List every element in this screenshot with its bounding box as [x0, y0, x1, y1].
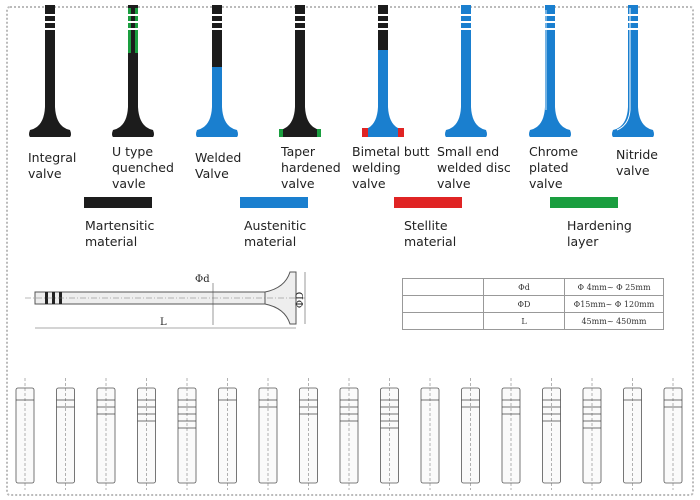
range-cell: Φ 4mm~ Φ 25mm	[564, 278, 664, 296]
keeper-groove	[127, 14, 139, 16]
range-cell: 45mm~ 450mm	[564, 312, 664, 330]
drawing-groove	[45, 292, 48, 304]
keeper-groove	[294, 28, 306, 30]
valve-label-chrome: Chrome plated valve	[529, 144, 579, 191]
param-cell: Φd	[483, 278, 565, 296]
hardening-layer	[279, 129, 283, 137]
range-cell: Φ15mm~ Φ 120mm	[564, 295, 664, 313]
stellite-layer	[362, 128, 368, 137]
keeper-groove	[44, 28, 56, 30]
legend-label-austenitic: Austenitic material	[244, 218, 307, 249]
keeper-groove	[211, 28, 223, 30]
keeper-groove	[627, 21, 639, 23]
keeper-groove	[127, 28, 139, 30]
legend-swatch-martensitic	[84, 197, 152, 208]
legend-label-stellite: Stellite material	[404, 218, 457, 249]
keeper-groove	[211, 14, 223, 16]
keeper-groove	[294, 14, 306, 16]
legend-label-hardening: Hardening layer	[567, 218, 632, 249]
valve-label-bimetal: Bimetal butt welding valve	[352, 144, 430, 191]
nitride-layer	[616, 8, 631, 131]
valve-label-u-type: U type quenched vavle	[112, 144, 174, 191]
keeper-groove	[211, 21, 223, 23]
hardening-layer	[128, 8, 131, 53]
valve-label-welded: Welded Valve	[195, 150, 242, 181]
keeper-groove	[44, 14, 56, 16]
keeper-groove	[544, 14, 556, 16]
hardening-layer	[317, 129, 321, 137]
keeper-groove	[544, 21, 556, 23]
hardening-layer	[135, 8, 138, 53]
valve-6	[445, 5, 487, 137]
dim-D-label: ΦD	[295, 291, 307, 309]
legend-swatch-hardening	[550, 197, 618, 208]
valve-label-small-end: Small end welded disc valve	[437, 144, 511, 191]
keeper-groove	[377, 28, 389, 30]
valve-5	[362, 5, 404, 137]
param-cell: L	[483, 312, 565, 330]
valve-label-taper: Taper hardened valve	[281, 144, 341, 191]
keeper-groove	[460, 21, 472, 23]
valve-label-nitride: Nitride valve	[616, 147, 658, 178]
valve-4	[279, 5, 321, 137]
keeper-groove	[627, 28, 639, 30]
keeper-groove	[627, 14, 639, 16]
valve-8	[612, 5, 654, 137]
keeper-groove	[460, 14, 472, 16]
dim-d-label: Φd	[195, 274, 210, 285]
keeper-groove	[544, 28, 556, 30]
drawing-groove	[52, 292, 55, 304]
keeper-groove	[377, 21, 389, 23]
dim-L-label: L	[160, 317, 167, 328]
keeper-groove	[294, 21, 306, 23]
keeper-groove	[377, 14, 389, 16]
keeper-groove	[44, 21, 56, 23]
valve-1	[29, 5, 71, 137]
stellite-layer	[398, 128, 404, 137]
valve-5-black-stem	[378, 5, 388, 50]
stamp-frame	[6, 6, 694, 496]
valve-2	[112, 5, 154, 137]
param-cell: ΦD	[483, 295, 565, 313]
valve-7	[529, 5, 571, 137]
keeper-groove	[460, 28, 472, 30]
valve-3-black-stem	[212, 5, 222, 67]
legend-swatch-austenitic	[240, 197, 308, 208]
valve-3	[196, 5, 238, 137]
keeper-groove	[127, 21, 139, 23]
valve-label-integral: Integral valve	[28, 150, 77, 181]
legend-label-martensitic: Martensitic material	[85, 218, 155, 249]
legend-swatch-stellite	[394, 197, 462, 208]
